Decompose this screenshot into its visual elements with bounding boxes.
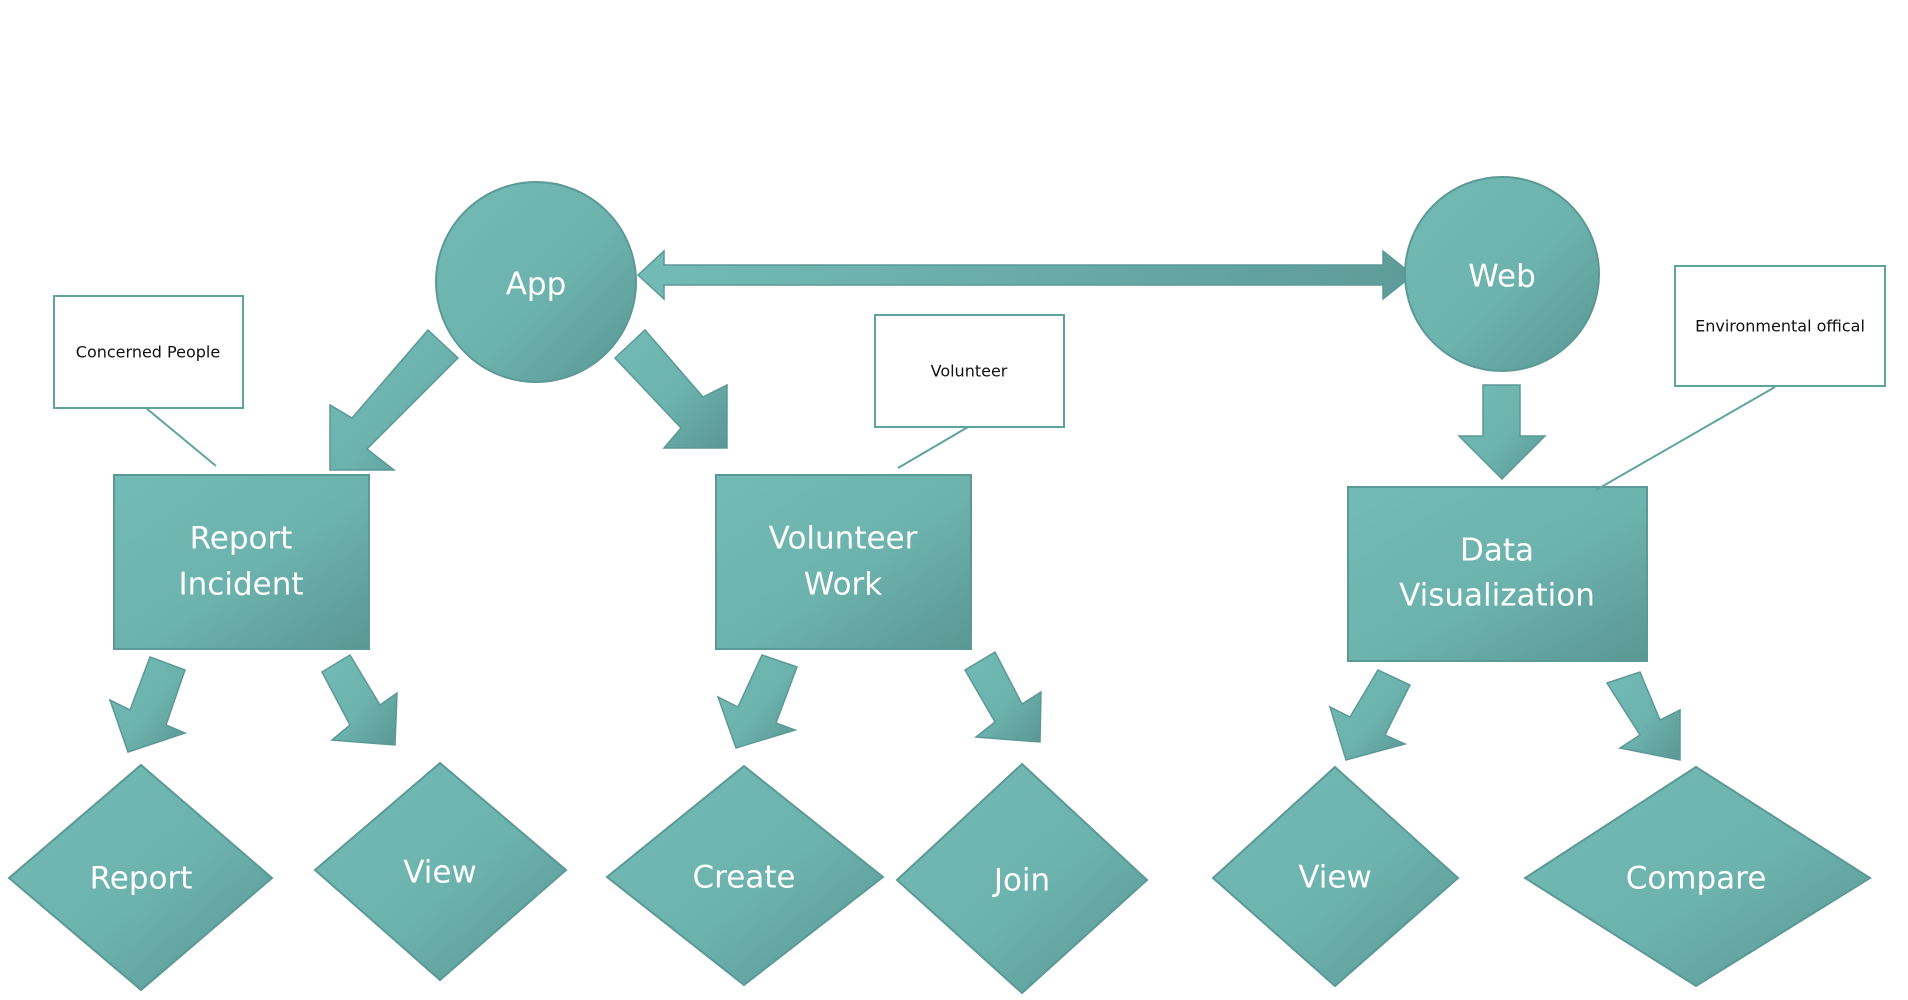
arrow-to-compare-icon	[1605, 671, 1681, 761]
callout-concerned-people-text: Concerned People	[76, 343, 220, 362]
arrow-to-create-icon	[716, 654, 798, 749]
volunteer-work-label-line-2: Work	[804, 567, 883, 603]
callout-concerned-people: Concerned People	[53, 295, 244, 467]
callout-environmental-official: Environmental offical	[1595, 265, 1886, 491]
arrow-app-to-report-incident-icon	[329, 328, 460, 471]
report-incident-label-line-2: Incident	[179, 567, 304, 603]
compare-node: Compare	[1523, 765, 1872, 988]
report-node: Report	[7, 763, 274, 992]
view-data-node: View	[1211, 765, 1460, 988]
callout-volunteer-text: Volunteer	[931, 362, 1008, 381]
volunteer-work-label-line-1: Volunteer	[769, 521, 918, 557]
view-data-label: View	[1298, 860, 1372, 896]
arrow-to-view-data-icon	[1328, 669, 1412, 761]
view-incident-label: View	[403, 855, 477, 891]
app-label: App	[506, 267, 567, 303]
data-visualization-label-line-1: Data	[1460, 533, 1534, 569]
create-node: Create	[605, 764, 885, 987]
data-visualization-label-line-2: Visualization	[1399, 578, 1595, 614]
arrow-app-to-volunteer-work-icon	[613, 328, 728, 449]
view-incident-node: View	[313, 761, 568, 982]
create-label: Create	[692, 860, 795, 896]
callout-environmental-official-text: Environmental offical	[1695, 317, 1865, 336]
app-node: App	[435, 181, 637, 383]
volunteer-work-node: Volunteer Work	[715, 474, 972, 650]
arrow-to-report-icon	[108, 656, 188, 753]
report-label: Report	[90, 861, 193, 897]
web-node: Web	[1404, 176, 1600, 372]
compare-label: Compare	[1626, 861, 1767, 897]
app-web-double-arrow-icon	[636, 249, 1415, 301]
data-visualization-node: Data Visualization	[1347, 486, 1648, 662]
arrow-web-to-data-visualization-icon	[1457, 384, 1547, 481]
arrow-to-join-icon	[963, 650, 1042, 743]
web-label: Web	[1468, 259, 1536, 295]
report-incident-node: Report Incident	[113, 474, 370, 650]
join-node: Join	[895, 762, 1149, 995]
callout-volunteer: Volunteer	[874, 314, 1065, 469]
report-incident-label-line-1: Report	[190, 521, 293, 557]
arrow-to-view-incident-icon	[321, 653, 398, 746]
join-label: Join	[992, 863, 1050, 899]
